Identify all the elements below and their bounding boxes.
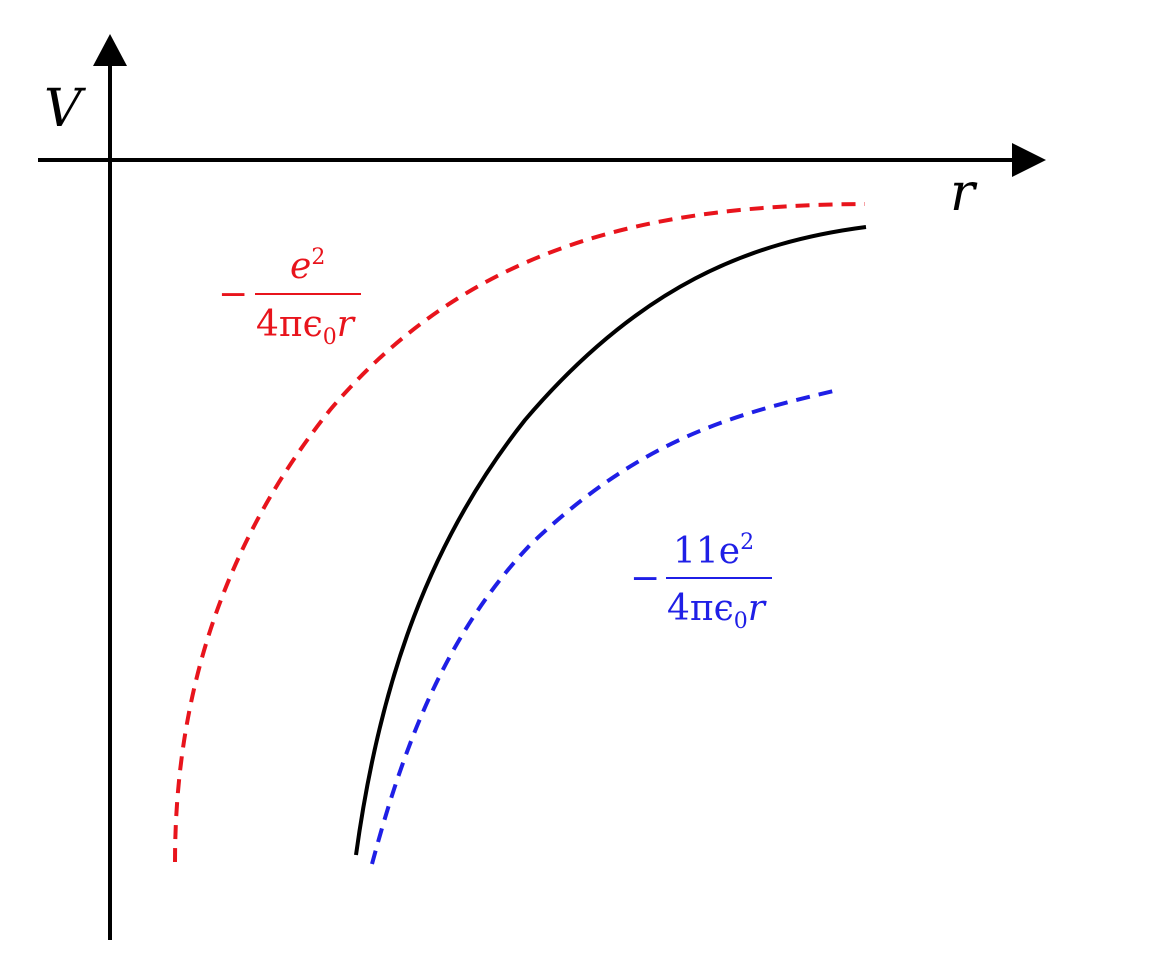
total-potential-curve xyxy=(354,225,867,856)
attractive-potential-curve xyxy=(173,202,866,863)
label-red-denominator-tail: r xyxy=(337,304,356,345)
scaled-potential-curve xyxy=(370,388,839,865)
scaled-potential-label: − 11e2 4πϵ0r xyxy=(630,530,772,634)
label-blue-numerator-base: 11e xyxy=(673,531,740,572)
attractive-potential-label: − e2 4πϵ0r xyxy=(218,245,361,350)
x-axis-label: r xyxy=(950,163,978,223)
label-red-denominator-main: 4πϵ xyxy=(256,304,323,345)
label-blue-numerator: 11e2 xyxy=(673,530,754,572)
label-red-numerator-base: e xyxy=(290,246,311,287)
y-axis-arrowhead xyxy=(93,34,127,66)
label-red-denominator: 4πϵ0r xyxy=(256,304,356,350)
label-red-numerator-sup: 2 xyxy=(311,245,325,270)
label-blue-numerator-sup: 2 xyxy=(740,530,754,555)
label-blue-denominator-main: 4πϵ xyxy=(667,588,734,629)
label-blue-denominator-tail: r xyxy=(748,588,767,629)
label-blue-sign: − xyxy=(630,558,660,599)
label-blue-denominator: 4πϵ0r xyxy=(667,588,767,634)
label-red-sign: − xyxy=(218,274,248,315)
x-axis-arrowhead xyxy=(1012,143,1046,177)
label-red-denominator-sub: 0 xyxy=(323,325,337,350)
y-axis-label: V xyxy=(44,79,86,139)
label-red-numerator: e2 xyxy=(290,245,325,287)
label-blue-denominator-sub: 0 xyxy=(734,609,748,634)
